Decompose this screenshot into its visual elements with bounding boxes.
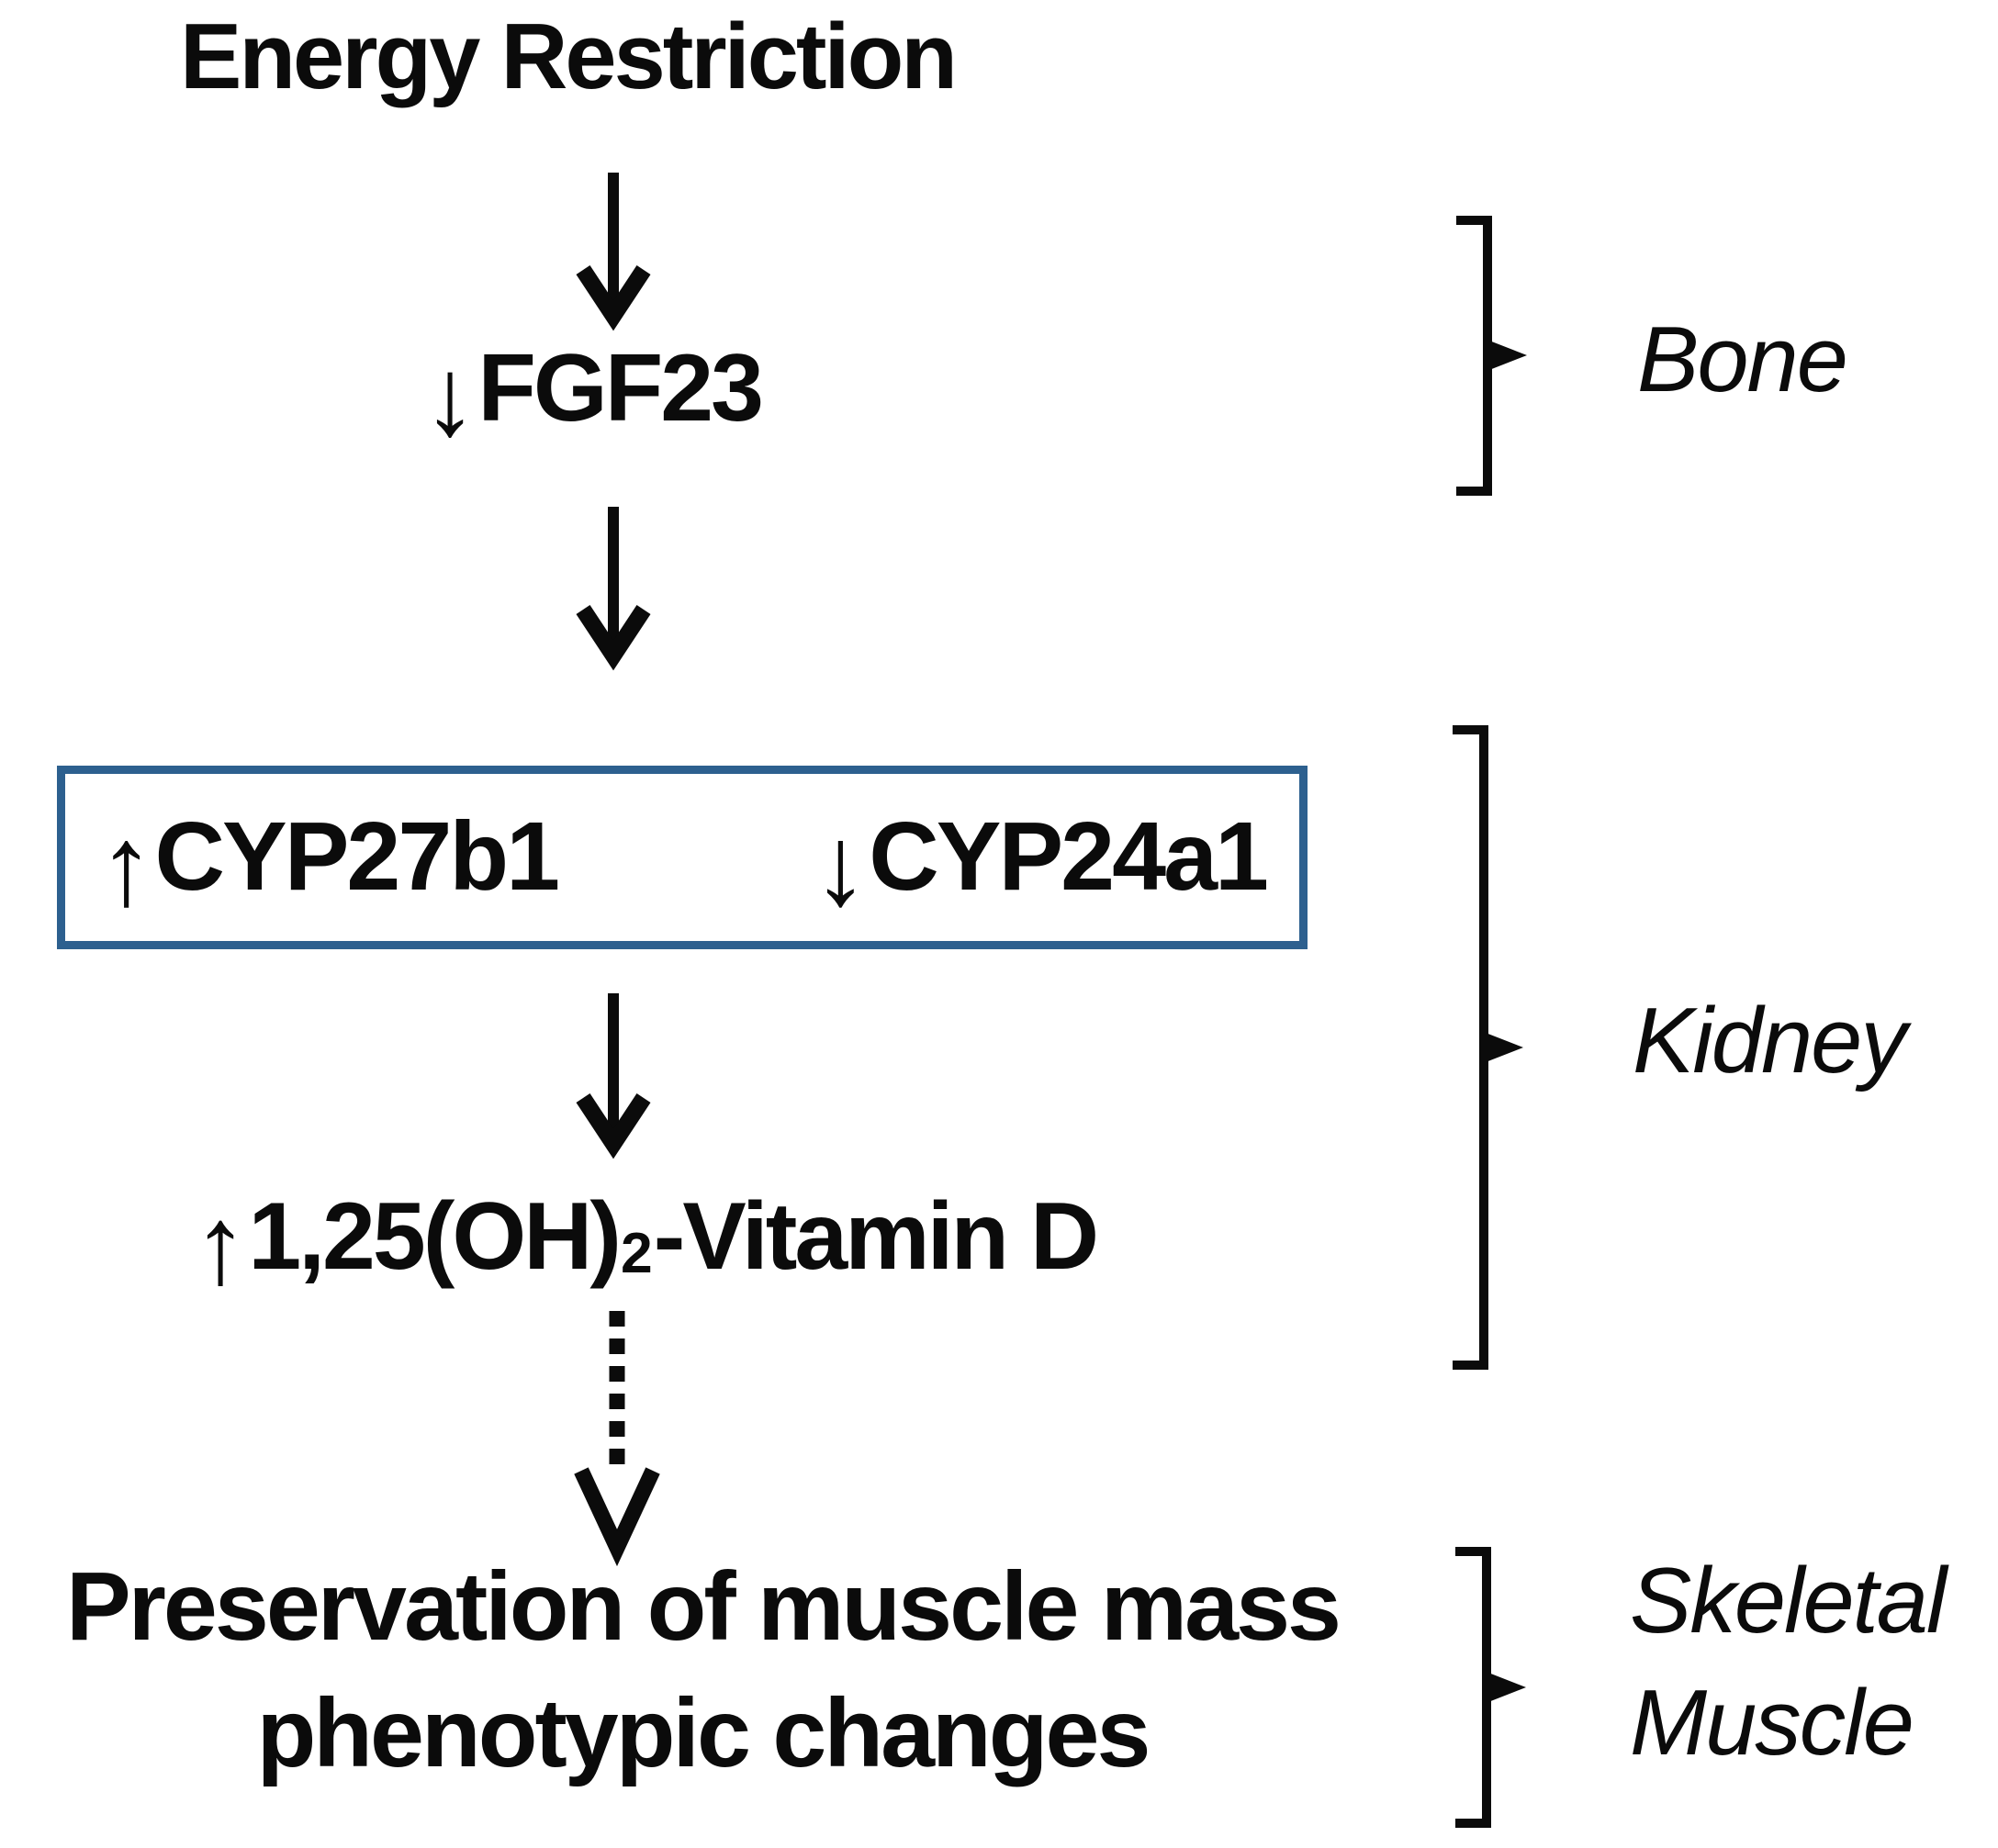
vitamin-d-base: 1,25(OH)	[248, 1183, 622, 1290]
vitamin-d-suffix: -Vitamin D	[653, 1183, 1099, 1290]
down-arrow-1	[576, 173, 651, 331]
decrease-arrow-icon: ↓	[422, 334, 478, 459]
kidney-bracket	[1453, 725, 1523, 1370]
fgf23-label: FGF23	[477, 335, 764, 442]
vitamin-d-node: ↑1,25(OH)2-Vitamin D	[193, 1182, 1099, 1300]
bone-bracket	[1456, 216, 1527, 496]
outcome-line2: phenotypic changes	[256, 1678, 1151, 1787]
kidney-label: Kidney	[1633, 990, 1907, 1092]
dashed-down-arrow	[574, 1311, 660, 1567]
page-title: Energy Restriction	[180, 6, 958, 108]
down-arrow-3	[576, 993, 651, 1159]
outcome-node: Preservation of muscle mass phenotypic c…	[14, 1544, 1391, 1798]
cyp24a1-node: ↓CYP24a1	[813, 801, 1269, 923]
fgf23-node: ↓FGF23	[422, 334, 764, 452]
skeletal-muscle-label-line1: Skeletal	[1630, 1550, 1947, 1652]
bone-label: Bone	[1637, 308, 1848, 411]
skeletal-muscle-label: Skeletal Muscle	[1630, 1540, 1947, 1786]
down-arrow-2	[576, 507, 651, 671]
decrease-arrow-icon: ↓	[812, 803, 870, 930]
skeletal-muscle-label-line2: Muscle	[1630, 1672, 1914, 1775]
vitamin-d-subscript: 2	[621, 1222, 653, 1286]
cyp27b1-node: ↑CYP27b1	[98, 801, 560, 923]
cyp-box: ↑CYP27b1 ↓CYP24a1	[57, 766, 1308, 949]
increase-arrow-icon: ↑	[98, 803, 155, 930]
cyp27b1-label: CYP27b1	[154, 802, 560, 912]
cyp24a1-label: CYP24a1	[869, 802, 1269, 912]
skeletal-muscle-bracket	[1455, 1547, 1526, 1828]
increase-arrow-icon: ↑	[193, 1182, 249, 1307]
outcome-line1: Preservation of muscle mass	[65, 1552, 1341, 1661]
